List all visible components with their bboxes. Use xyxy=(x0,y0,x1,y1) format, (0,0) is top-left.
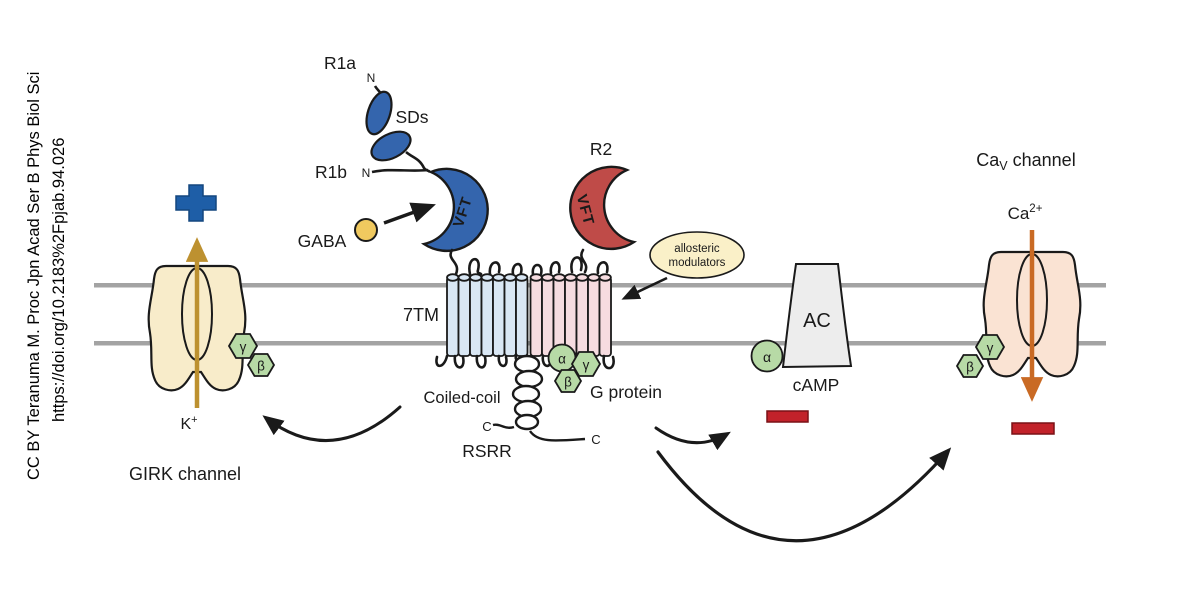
vft-r2-crescent xyxy=(569,165,638,251)
extracellular-loops xyxy=(449,248,609,276)
gaba-binding-arrow xyxy=(383,202,436,225)
sushi-domain-1 xyxy=(365,90,393,136)
sd-vft-linker xyxy=(405,150,431,173)
arrow-gbetagamma-to-girk xyxy=(262,405,402,443)
label-camp: cAMP xyxy=(793,375,840,395)
label-r1a: R1a xyxy=(324,53,356,73)
g-protein-complex: α γ β G protein xyxy=(547,343,662,402)
allosteric-arrow xyxy=(621,276,668,300)
label-sds: SDs xyxy=(395,107,428,127)
arrow-gbetagamma-to-cav xyxy=(656,447,952,543)
ac-enzyme-body xyxy=(781,263,853,369)
girk-beta-label: β xyxy=(257,359,265,374)
gaba-ligand xyxy=(354,218,378,242)
receptor-n-terminal-region: R1a N SDs R1b N xyxy=(315,53,431,182)
cav-beta-label: β xyxy=(966,360,974,375)
label-ca-ion: Ca2+ xyxy=(1008,203,1043,223)
attribution-line-1: CC BY Teranuma M. Proc Jpn Acad Ser B Ph… xyxy=(25,72,43,480)
cav-gamma-label: γ xyxy=(987,341,994,356)
label-c-term-r1: C xyxy=(482,419,491,434)
r1b-n-linker xyxy=(371,168,429,174)
allosteric-modulators-oval xyxy=(649,231,745,279)
tm-bundle-r2 xyxy=(529,273,612,357)
girk-gamma-label: γ xyxy=(240,340,247,355)
label-r2: R2 xyxy=(590,139,612,159)
label-ac: AC xyxy=(803,310,831,332)
ac-alpha-subunit xyxy=(750,339,784,373)
allosteric-text-2: modulators xyxy=(669,257,726,269)
g-gamma-label: γ xyxy=(583,358,590,373)
label-coiled-coil: Coiled-coil xyxy=(423,389,500,407)
cav-beta-subunit xyxy=(955,354,985,378)
allosteric-text-1: allosteric xyxy=(674,243,720,255)
girk-channel: γ β K+ GIRK channel xyxy=(129,184,276,484)
label-k-ion: K+ xyxy=(180,414,197,433)
label-g-protein: G protein xyxy=(590,382,662,402)
girk-gamma-subunit xyxy=(227,333,259,359)
label-7tm: 7TM xyxy=(403,305,439,325)
label-girk-channel: GIRK channel xyxy=(129,464,241,484)
label-c-term-r2: C xyxy=(591,432,600,447)
coiled-coil-domain xyxy=(511,354,544,431)
c-terminus-r2-tail xyxy=(529,430,586,442)
excitation-plus-icon xyxy=(175,184,217,222)
camp-inhibition-bar xyxy=(766,410,809,423)
g-alpha-label: α xyxy=(558,352,566,367)
adenylyl-cyclase: AC α cAMP xyxy=(750,263,853,423)
label-n-r1b: N xyxy=(362,166,371,180)
g-beta-subunit xyxy=(553,369,583,393)
tm-bundle-r1 xyxy=(446,273,529,357)
label-r1b: R1b xyxy=(315,162,347,182)
sushi-domain-2 xyxy=(370,130,412,162)
ac-alpha-label: α xyxy=(763,349,771,365)
cav-gamma-subunit xyxy=(974,334,1006,360)
cav-inhibition-bar xyxy=(1011,422,1055,435)
arrow-galpha-to-ac xyxy=(654,426,731,451)
c-terminus-r1-tail xyxy=(492,423,515,429)
label-n-r1a: N xyxy=(367,71,376,85)
g-beta-label: β xyxy=(564,375,572,390)
label-rsrr: RSRR xyxy=(462,441,512,461)
label-gaba: GABA xyxy=(298,231,347,251)
attribution-line-2: https://doi.org/10.2183%2Fpjab.94.026 xyxy=(50,138,68,422)
girk-beta-subunit xyxy=(246,353,276,377)
